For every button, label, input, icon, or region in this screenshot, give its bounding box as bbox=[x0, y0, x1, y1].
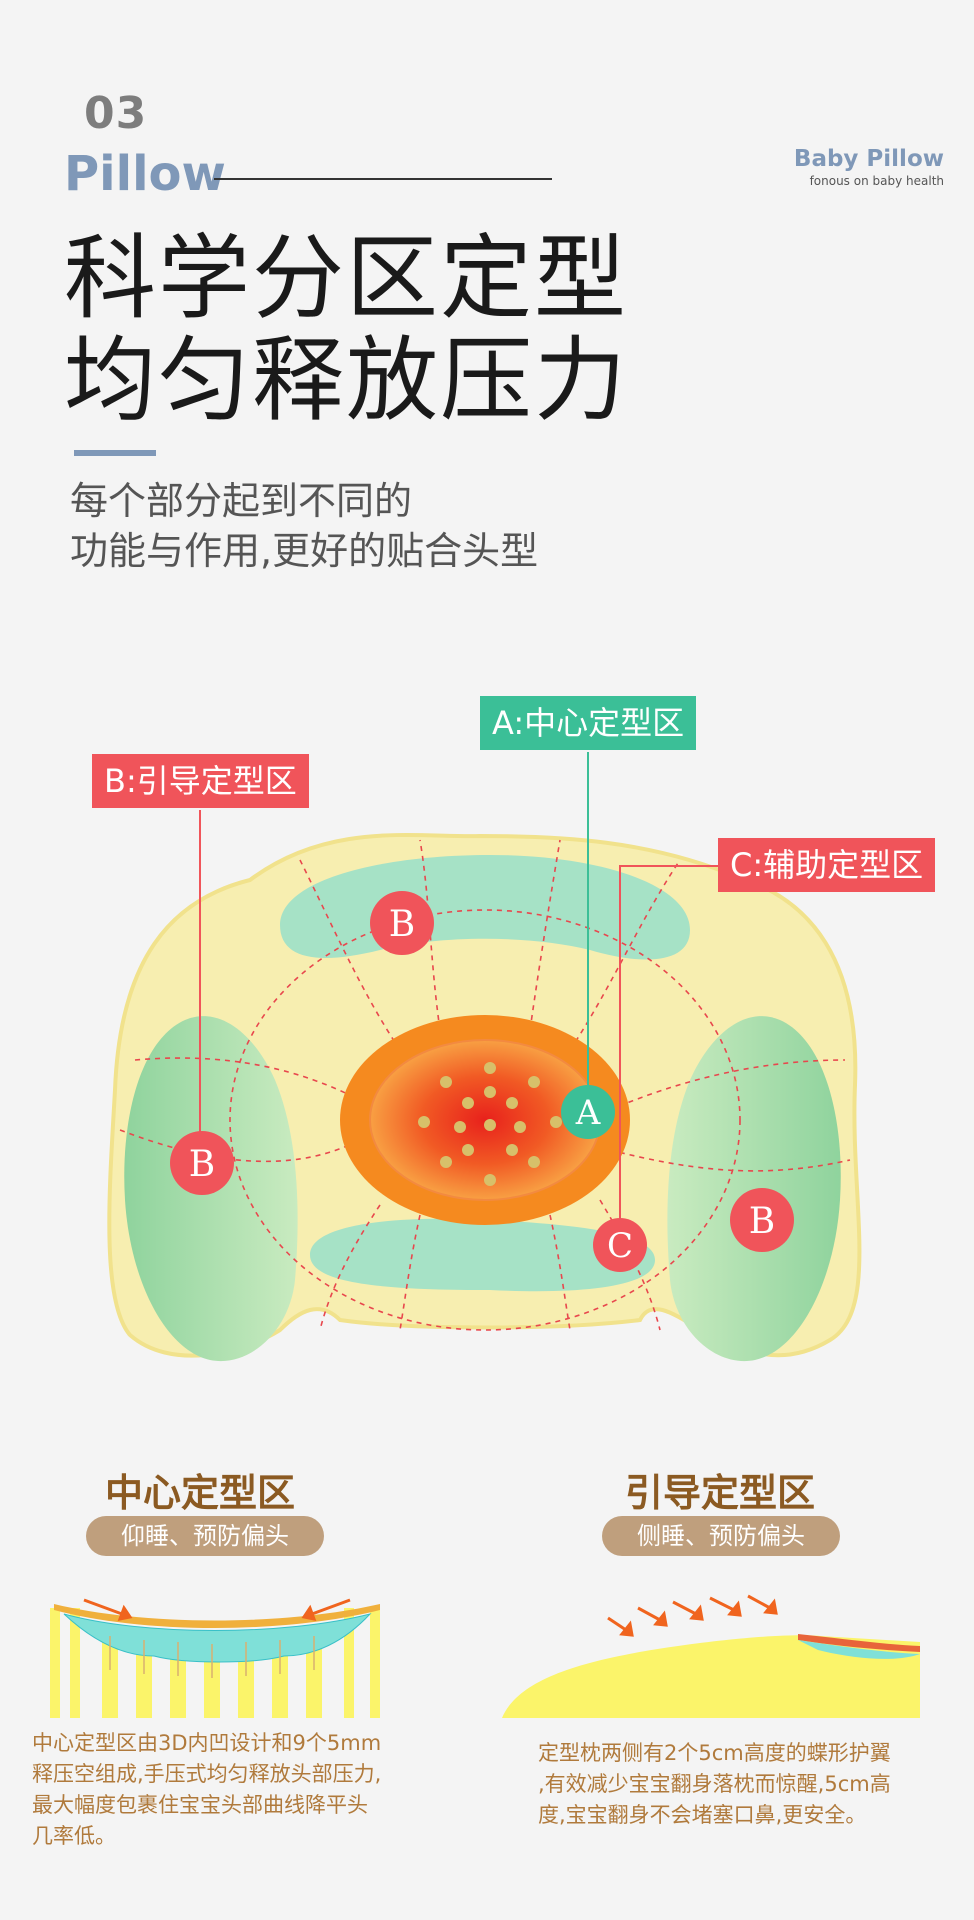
guide-zone-illustration bbox=[502, 1594, 920, 1718]
zone-label-c: C:辅助定型区 bbox=[718, 838, 936, 892]
subtitle: 每个部分起到不同的 功能与作用,更好的贴合头型 bbox=[70, 476, 538, 576]
brand-block: Baby Pillow fonous on baby health bbox=[794, 146, 944, 188]
desc-center-line-1: 中心定型区由3D内凹设计和9个5mm bbox=[32, 1731, 382, 1755]
section-desc-guide: 定型枕两侧有2个5cm高度的蝶形护翼 ,有效减少宝宝翻身落枕而惊醒,5cm高 度… bbox=[538, 1738, 948, 1831]
desc-center-line-3: 最大幅度包裹住宝宝头部曲线降平头 bbox=[32, 1793, 368, 1817]
section-desc-center: 中心定型区由3D内凹设计和9个5mm 释压空组成,手压式均匀释放头部压力, 最大… bbox=[32, 1728, 432, 1852]
bottom-pad bbox=[310, 1218, 655, 1292]
desc-guide-line-3: 度,宝宝翻身不会堵塞口鼻,更安全。 bbox=[538, 1803, 867, 1827]
desc-guide-line-1: 定型枕两侧有2个5cm高度的蝶形护翼 bbox=[538, 1741, 891, 1765]
marker-b-top-label: B bbox=[389, 904, 415, 945]
brand-name: Baby Pillow bbox=[793, 146, 944, 172]
section-tag-guide: 侧睡、预防偏头 bbox=[602, 1516, 840, 1556]
subtitle-line-1: 每个部分起到不同的 bbox=[70, 479, 413, 523]
marker-c: C bbox=[593, 1218, 647, 1272]
right-wing bbox=[667, 1016, 841, 1362]
marker-b-top: B bbox=[370, 891, 434, 955]
marker-c-label: C bbox=[607, 1226, 633, 1266]
title-accent-bar bbox=[74, 450, 156, 456]
section-title-center: 中心定型区 bbox=[104, 1471, 295, 1515]
desc-center-line-4: 几率低。 bbox=[32, 1824, 116, 1848]
title-line-2: 均匀释放压力 bbox=[64, 327, 629, 434]
subtitle-line-2: 功能与作用,更好的贴合头型 bbox=[70, 529, 539, 573]
desc-center-line-2: 释压空组成,手压式均匀释放头部压力, bbox=[32, 1762, 382, 1786]
title-line-1: 科学分区定型 bbox=[64, 225, 629, 332]
brand-tagline: fonous on baby health bbox=[809, 174, 944, 188]
marker-b-left-label: B bbox=[189, 1144, 215, 1185]
desc-guide-line-2: ,有效减少宝宝翻身落枕而惊醒,5cm高 bbox=[538, 1772, 891, 1796]
pillow-zone-diagram: B B B A C bbox=[107, 752, 862, 1362]
section-tag-center: 仰睡、预防偏头 bbox=[86, 1516, 324, 1556]
marker-b-left: B bbox=[170, 1131, 234, 1195]
section-title-guide: 引导定型区 bbox=[624, 1471, 815, 1515]
center-zone-illustration bbox=[44, 1598, 390, 1720]
marker-a: A bbox=[561, 1085, 615, 1139]
zone-label-a: A:中心定型区 bbox=[480, 696, 697, 750]
section-number: 03 bbox=[84, 88, 148, 139]
marker-a-label: A bbox=[575, 1093, 601, 1133]
header-divider bbox=[214, 178, 552, 180]
zone-guide-lines bbox=[119, 839, 851, 1331]
relief-holes bbox=[418, 1062, 562, 1186]
page-title: 科学分区定型 均匀释放压力 bbox=[64, 228, 628, 432]
zone-label-b: B:引导定型区 bbox=[92, 754, 309, 808]
section-word: Pillow bbox=[64, 146, 226, 202]
marker-b-right-label: B bbox=[749, 1201, 775, 1242]
leader-line-c bbox=[619, 865, 718, 1245]
marker-b-right: B bbox=[730, 1188, 794, 1252]
